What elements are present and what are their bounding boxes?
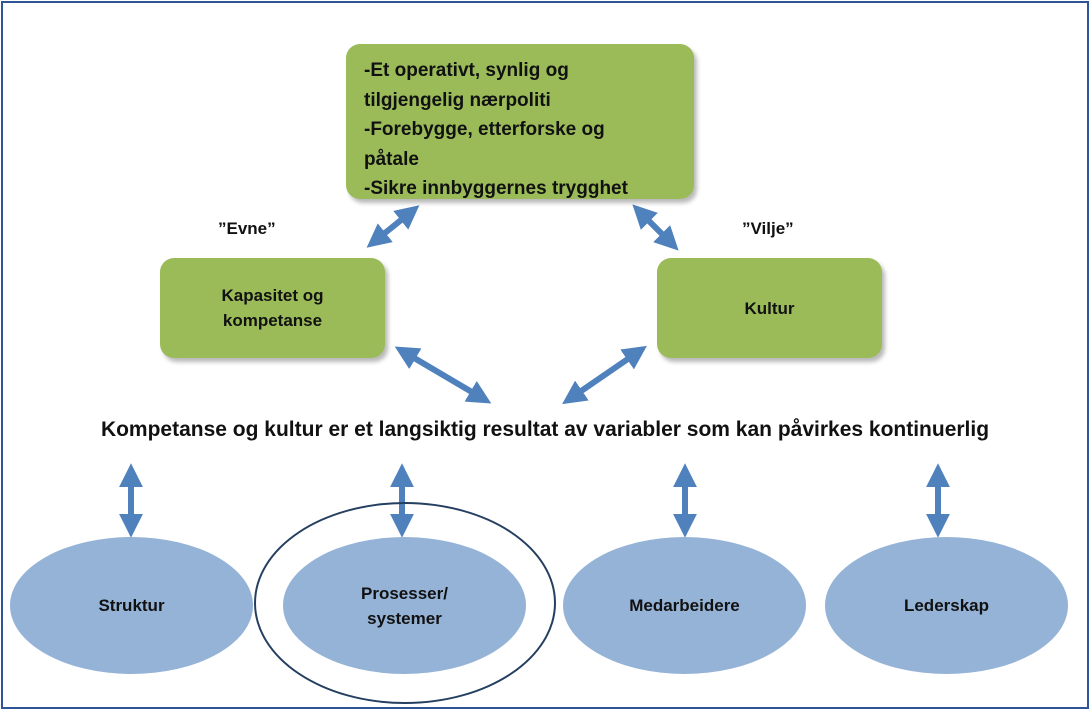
lederskap-label: Lederskap [903,596,990,615]
kapasitet-line-2: kompetanse [222,311,323,330]
arrow-goal-kapasitet [366,205,420,248]
arrow-kultur-statement [562,345,647,405]
goal-line-4: påtale [364,148,419,170]
arrow-goal-kultur [632,204,679,251]
goal-line-1: -Et operativt, synlig og [364,60,569,81]
kultur-label: Kultur [744,298,795,318]
evne-label: ”Evne” [218,219,276,238]
goal-line-5: -Sikre innbyggernes trygghet [364,178,628,199]
kultur-box: Kultur [657,258,882,358]
prosesser-ellipse: Prosesser/ systemer [283,537,526,674]
arrow-kapasitet-statement [394,346,492,404]
medarbeidere-label: Medarbeidere [629,596,740,615]
struktur-label: Struktur [98,596,165,615]
goal-line-2: tilgjengelig nærpoliti [364,89,551,111]
goal-line-3: -Forebygge, etterforske og [364,119,605,140]
kapasitet-line-1: Kapasitet og [221,286,324,305]
goal-box: -Et operativt, synlig og tilgjengelig næ… [346,44,694,199]
highlight-ring [254,502,556,704]
lederskap-ellipse: Lederskap [825,537,1068,674]
kapasitet-box: Kapasitet og kompetanse [160,258,385,358]
prosesser-line-2: systemer [367,608,442,628]
central-statement: Kompetanse og kultur er et langsiktig re… [100,418,990,441]
medarbeidere-ellipse: Medarbeidere [563,537,806,674]
vilje-label: ”Vilje” [742,219,794,238]
prosesser-line-1: Prosesser/ [361,583,448,603]
struktur-ellipse: Struktur [10,537,253,674]
